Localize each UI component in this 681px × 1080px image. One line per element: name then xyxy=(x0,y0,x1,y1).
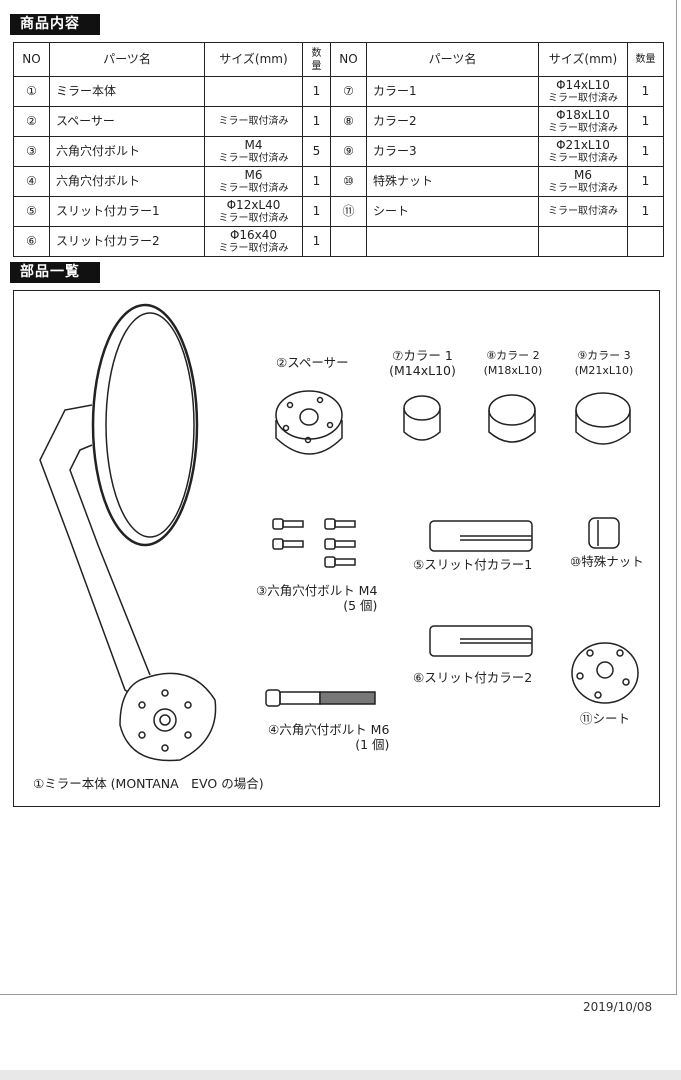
cell-name: 特殊ナット xyxy=(366,166,539,197)
document-date: 2019/10/08 xyxy=(583,1000,653,1014)
label-mirror: ①ミラー本体 (MONTANA EVO の場合) xyxy=(33,776,264,791)
size-note: ミラー取付済み xyxy=(548,206,618,217)
size-value: Φ21xL10 xyxy=(556,137,610,152)
parts-diagram xyxy=(13,290,660,807)
cell-qty: 1 xyxy=(302,166,331,197)
label-bolt-m4-count: (5 個) xyxy=(343,598,378,613)
mirror-illustration xyxy=(39,303,217,762)
cell-qty: 1 xyxy=(627,106,664,137)
label-slit-collar1: ⑤スリット付カラー1 xyxy=(413,557,533,572)
sheet-illustration xyxy=(571,642,639,704)
bottom-band xyxy=(0,1070,681,1080)
label-collar1: ⑦カラー 1(M14xL10) xyxy=(380,348,465,378)
page-border-right xyxy=(676,0,677,995)
cell-name: カラー2 xyxy=(366,106,539,137)
cell-name: ミラー本体 xyxy=(49,76,205,107)
collar-illustrations xyxy=(403,392,631,445)
label-collar3-size: (M21xL10) xyxy=(574,364,634,377)
empty-cell xyxy=(330,226,367,257)
cell-name: スペーサー xyxy=(49,106,205,137)
label-collar3-name: ⑨カラー 3 xyxy=(577,349,631,362)
size-note: ミラー取付済み xyxy=(218,182,289,194)
cell-no: ⑥ xyxy=(13,226,50,257)
section-title-parts: 部品一覧 xyxy=(10,262,100,283)
size-note: ミラー取付済み xyxy=(218,116,289,127)
header-no: NO xyxy=(330,42,367,77)
section-title-contents: 商品内容 xyxy=(10,14,100,35)
cell-no: ⑨ xyxy=(330,136,367,167)
spacer-illustration xyxy=(275,390,343,455)
size-value: Φ12xL40 xyxy=(226,197,281,212)
label-spacer: ②スペーサー xyxy=(276,355,349,370)
label-collar2-size: (M18xL10) xyxy=(483,364,543,377)
label-bolt-m6-count: (1 個) xyxy=(355,737,390,752)
special-nut-illustration xyxy=(588,517,620,549)
cell-size: ミラー取付済み xyxy=(204,106,303,137)
size-note: ミラー取付済み xyxy=(218,212,289,224)
size-value: Φ18xL10 xyxy=(556,107,610,122)
m6-bolt-illustration xyxy=(265,689,376,707)
size-value: Φ14xL10 xyxy=(556,77,610,92)
label-bolt-m6: ④六角穴付ボルト M6(1 個) xyxy=(268,722,389,752)
size-value: M6 xyxy=(574,167,592,182)
size-note: ミラー取付済み xyxy=(548,182,618,194)
empty-cell xyxy=(627,226,664,257)
header-name: パーツ名 xyxy=(366,42,539,77)
size-value: M6 xyxy=(244,167,263,182)
cell-no: ④ xyxy=(13,166,50,197)
size-note: ミラー取付済み xyxy=(548,92,618,104)
label-collar2: ⑧カラー 2 (M18xL10) xyxy=(477,348,549,378)
size-value: M4 xyxy=(244,137,263,152)
cell-name: 六角穴付ボルト xyxy=(49,166,205,197)
label-collar1-size: (M14xL10) xyxy=(389,363,456,378)
cell-qty: 1 xyxy=(302,106,331,137)
empty-cell xyxy=(366,226,539,257)
header-name: パーツ名 xyxy=(49,42,205,77)
cell-name: スリット付カラー2 xyxy=(49,226,205,257)
m4-bolt-illustrations xyxy=(272,518,356,568)
cell-name: カラー3 xyxy=(366,136,539,167)
label-bolt-m6-name: ④六角穴付ボルト M6 xyxy=(268,722,390,737)
label-collar2-name: ⑧カラー 2 xyxy=(486,349,540,362)
label-collar3: ⑨カラー 3 (M21xL10) xyxy=(568,348,640,378)
cell-qty: 5 xyxy=(302,136,331,167)
slit-collar-illustrations xyxy=(429,520,533,657)
cell-no: ③ xyxy=(13,136,50,167)
header-size: サイズ(mm) xyxy=(204,42,303,77)
size-note: ミラー取付済み xyxy=(218,152,289,164)
cell-qty: 1 xyxy=(627,76,664,107)
label-bolt-m4: ③六角穴付ボルト M4(5 個) xyxy=(256,583,377,613)
label-special-nut: ⑩特殊ナット xyxy=(570,554,644,569)
size-note: ミラー取付済み xyxy=(218,242,289,254)
size-note: ミラー取付済み xyxy=(548,152,618,164)
size-note: ミラー取付済み xyxy=(548,122,618,134)
label-slit-collar2: ⑥スリット付カラー2 xyxy=(413,670,533,685)
label-bolt-m4-name: ③六角穴付ボルト M4 xyxy=(256,583,378,598)
label-collar1-name: ⑦カラー 1 xyxy=(392,348,453,363)
page-border-bottom xyxy=(0,994,677,995)
cell-qty: 1 xyxy=(302,196,331,227)
cell-qty: 1 xyxy=(627,196,664,227)
label-sheet: ⑪シート xyxy=(580,711,631,726)
size-value: Φ16x40 xyxy=(229,227,278,242)
cell-no: ⑪ xyxy=(330,196,367,227)
header-size: サイズ(mm) xyxy=(538,42,628,77)
